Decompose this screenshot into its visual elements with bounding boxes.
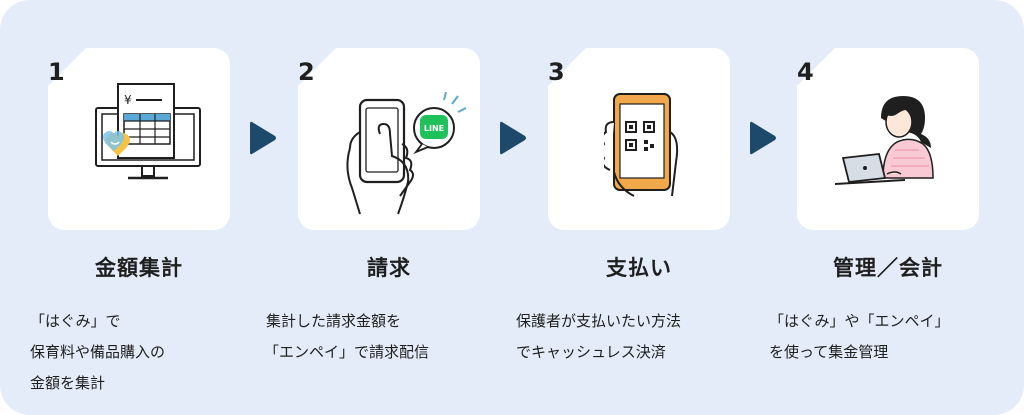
step-4-card bbox=[797, 48, 979, 230]
step-4-title: 管理／会計 bbox=[833, 256, 943, 280]
step-1-desc-line: 保育料や備品購入の bbox=[30, 343, 166, 361]
step-3-description: 保護者が支払いたい方法 でキャッシュレス決済 bbox=[516, 306, 681, 368]
line-badge-text: LINE bbox=[424, 124, 444, 133]
step-1-title: 金額集計 bbox=[95, 256, 183, 280]
monitor-spreadsheet-icon: ¥ bbox=[95, 83, 201, 180]
step-3-desc-line: 保護者が支払いたい方法 bbox=[516, 312, 682, 330]
step-4-desc-line: を使って集金管理 bbox=[769, 343, 889, 361]
step-2-desc-line: 「エンペイ」で請求配信 bbox=[264, 343, 430, 361]
arrow-right-icon bbox=[250, 121, 276, 155]
step-1-number: 1 bbox=[48, 58, 65, 86]
step-2-desc-line: 集計した請求金額を bbox=[266, 312, 402, 330]
step-4-number: 4 bbox=[797, 58, 814, 86]
step-1-desc-line: 金額を集計 bbox=[30, 374, 106, 392]
step-2-title: 請求 bbox=[367, 256, 411, 280]
step-3-number: 3 bbox=[548, 58, 565, 86]
arrow-right-icon bbox=[750, 121, 776, 155]
step-1-description: 「はぐみ」で 保育料や備品購入の 金額を集計 bbox=[30, 306, 165, 399]
step-2-number: 2 bbox=[298, 58, 315, 86]
arrow-right-icon bbox=[500, 121, 526, 155]
woman-laptop-icon bbox=[834, 96, 934, 185]
yen-glyph: ¥ bbox=[124, 93, 132, 107]
qr-phone-icon bbox=[604, 93, 679, 197]
step-2-description: 集計した請求金額を 「エンペイ」で請求配信 bbox=[264, 306, 429, 368]
step-2: 2 LINE 請求 集計した請求金額を 「エンペイ」で請求配信 bbox=[264, 0, 548, 415]
step-3-title: 支払い bbox=[606, 256, 672, 280]
step-4-description: 「はぐみ」や「エンペイ」 を使って集金管理 bbox=[769, 306, 949, 368]
step-3-desc-line: でキャッシュレス決済 bbox=[516, 343, 666, 361]
step-4: 4 管理／会計 「はぐみ」や「エンペイ」 を使って集金管理 bbox=[769, 0, 1024, 415]
step-1: 1 ¥ 金額集計 「はぐみ」で 保育料や備品購 bbox=[30, 0, 298, 415]
step-1-desc-line: 「はぐみ」で bbox=[30, 312, 121, 330]
smartphone-line-icon: LINE bbox=[346, 92, 467, 215]
step-3: 3 支払い 保護者が支払いたい方法 でキャッシュレス決済 bbox=[516, 0, 798, 415]
step-4-desc-line: 「はぐみ」や「エンペイ」 bbox=[769, 312, 950, 330]
